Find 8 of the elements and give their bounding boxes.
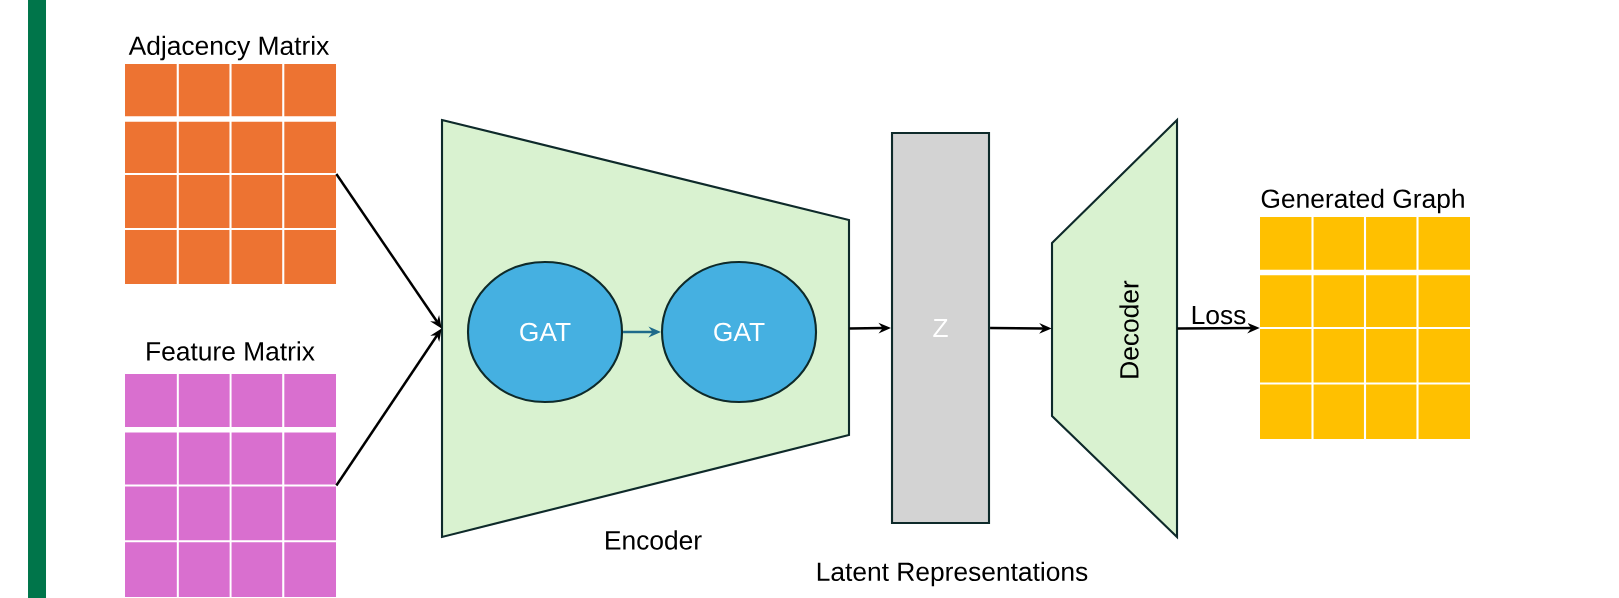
side-bar <box>28 0 46 598</box>
latent-label: Latent Representations <box>817 561 1088 587</box>
matrix-label: Generated Graph <box>1261 188 1464 214</box>
matrix-label: Adjacency Matrix <box>128 35 330 61</box>
encoder-label: Encoder <box>606 530 702 550</box>
decoder-trapezoid: Decoder <box>1050 117 1179 540</box>
edge-label: Loss <box>1188 304 1249 327</box>
matrix-label: Feature Matrix <box>147 341 315 361</box>
